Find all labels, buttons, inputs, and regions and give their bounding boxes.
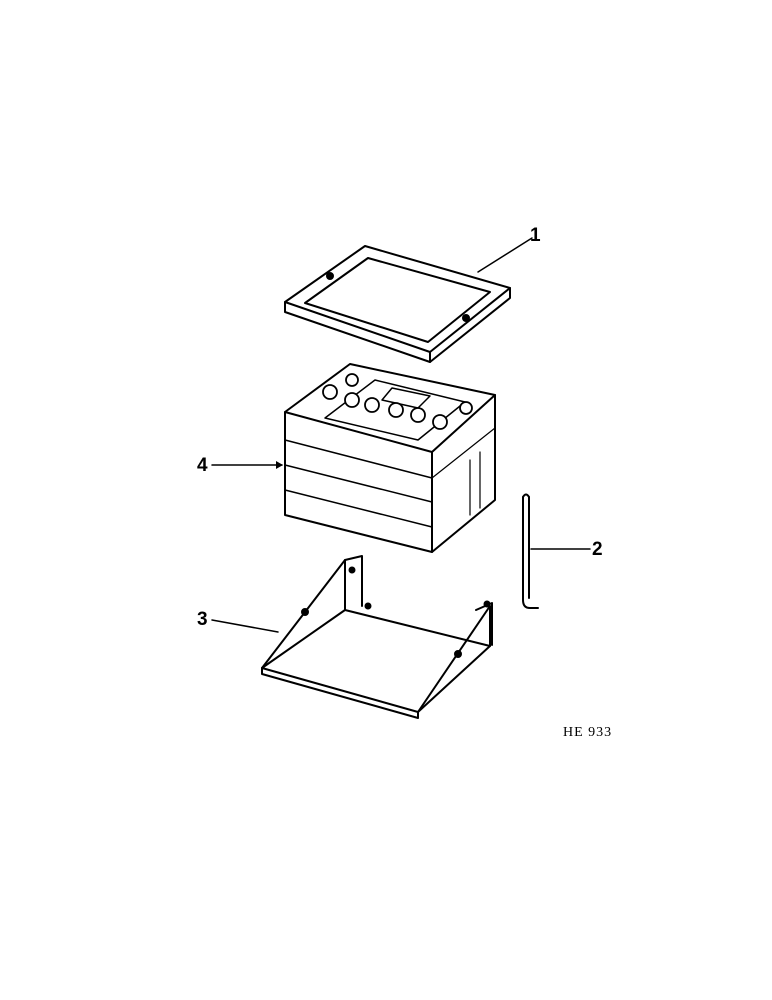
callout-4: 4 (197, 455, 208, 476)
callout-2: 2 (592, 539, 603, 560)
callout-1: 1 (530, 225, 541, 246)
leader-line-1 (477, 237, 533, 273)
battery (284, 363, 496, 553)
leader-line-3 (211, 619, 279, 633)
callout-3: 3 (197, 609, 208, 630)
figure-reference: HE 933 (563, 725, 613, 740)
j-bolt (522, 493, 539, 609)
hold-down-frame (284, 245, 511, 363)
battery-tray (261, 555, 493, 719)
